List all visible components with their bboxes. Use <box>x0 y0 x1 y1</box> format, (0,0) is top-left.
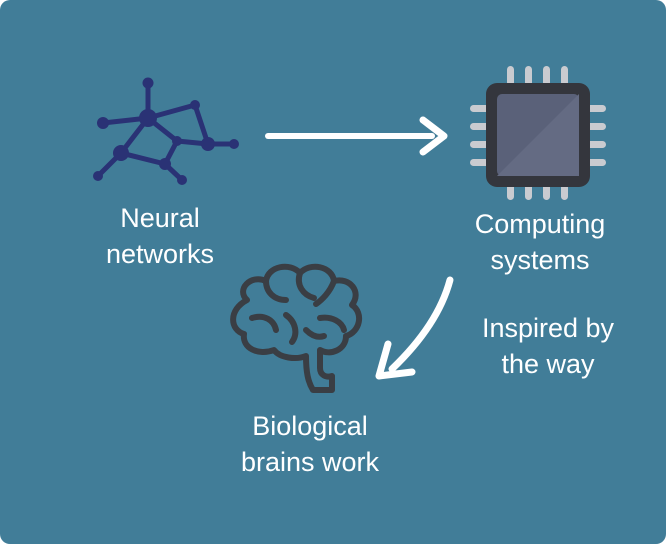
node-label-line: Biological <box>252 411 368 441</box>
brain-icon <box>230 263 363 393</box>
node-label-line: Neural <box>120 203 200 233</box>
node-label-line: brains work <box>240 447 380 477</box>
node-computing-systems: Computing systems <box>445 206 635 278</box>
arrow-neural-to-computing <box>265 116 448 156</box>
node-neural-networks: Neural networks <box>75 200 245 272</box>
edge-label-line: the way <box>501 349 595 379</box>
edge-label-inspired: Inspired by the way <box>458 310 638 382</box>
edge-label-line: Inspired by <box>481 313 615 343</box>
cpu-chip-icon <box>470 66 606 200</box>
neural-network-icon <box>93 77 239 185</box>
node-label-line: networks <box>105 239 215 269</box>
node-biological-brains: Biological brains work <box>205 408 415 480</box>
node-label-line: systems <box>490 245 590 275</box>
node-label-line: Computing <box>474 209 606 239</box>
arrow-computing-to-biological <box>375 276 454 380</box>
